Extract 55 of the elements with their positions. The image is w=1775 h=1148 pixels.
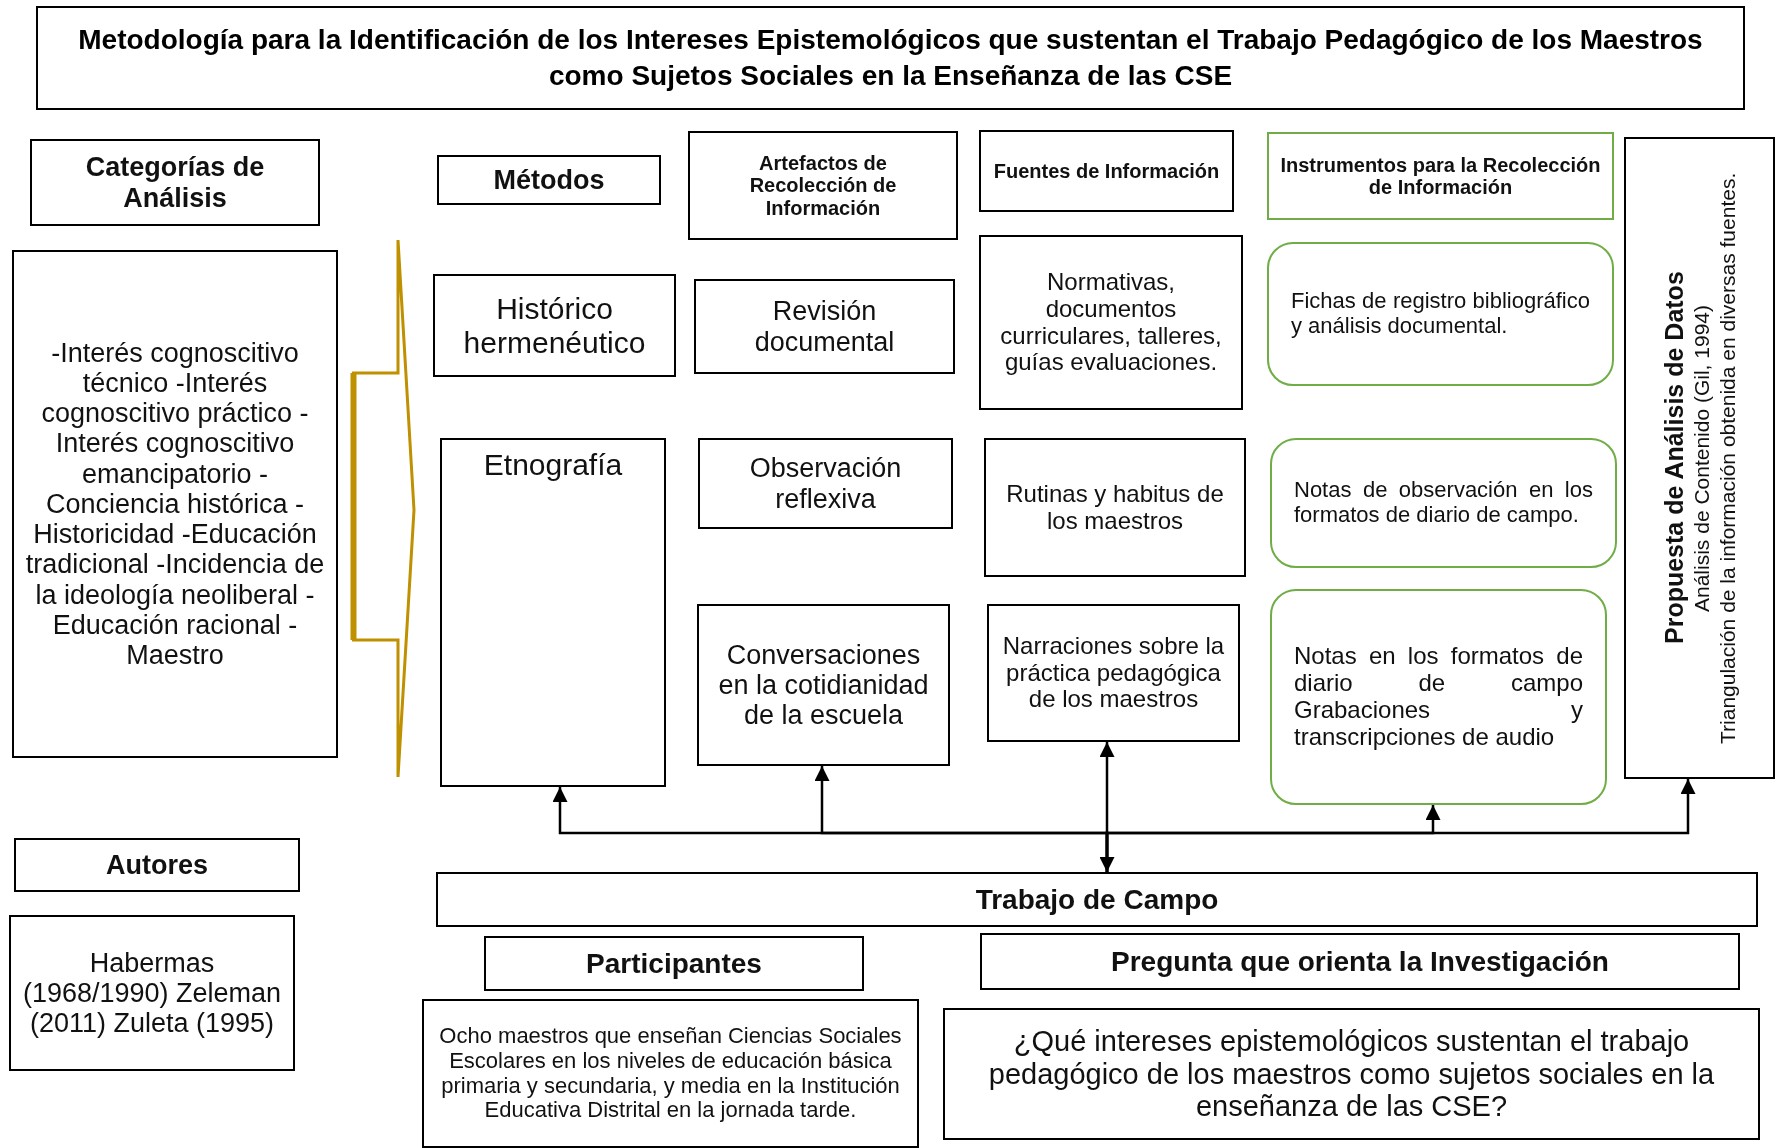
method-box (433, 274, 676, 377)
source-box (984, 438, 1246, 577)
heading-box (688, 131, 958, 240)
box-text: Pregunta que orienta la Investigación (1110, 945, 1610, 978)
method-box (440, 438, 666, 787)
artifact-box (694, 279, 955, 374)
heading-box (14, 838, 300, 892)
heading-box (979, 130, 1234, 212)
box-text: Habermas (1968/1990) Zeleman (2011) Zuleta (1995) (21, 947, 283, 1039)
box-text: Categorías de Análisis (84, 152, 266, 213)
box-text: Participantes (585, 947, 763, 980)
box-text: Métodos (492, 164, 606, 196)
box-text: Conversaciones en la cotidianidad de la escuela (717, 639, 930, 731)
box-text: Normativas, documentos curriculares, talleres, guías evaluaciones. (999, 268, 1223, 377)
text-box (422, 999, 919, 1148)
box-text: Notas en los formatos de diario de campo Grabaciones y transcripciones de audio (1294, 643, 1583, 751)
box-text: ¿Qué intereses epistemológicos sustentan el trabajo pedagógico de los maestros como sujetos sociales en la enseñanza de las CSE? (987, 1025, 1716, 1123)
box-text: Análisis de Contenido (Gil, 1994) (1689, 304, 1715, 612)
box-text: Fichas de registro bibliográfico y análisis documental. (1291, 289, 1590, 339)
box-text: -Interés cognoscitivo técnico -Interés cognoscitivo práctico - Interés cognoscitivo emancipatorio -Conciencia histórica -Historicidad -Educación tradicional -Incidencia de la ideología neoliberal -Educación racional -Maestro (24, 337, 326, 671)
banner-box (436, 872, 1758, 927)
question-box (943, 1008, 1760, 1140)
box-text: Etnografía (482, 448, 624, 482)
box-text: Instrumentos para la Recolección de Información (1279, 153, 1602, 199)
box-text: Revisión documental (753, 296, 896, 357)
heading-box (980, 933, 1740, 990)
instrument-box (1270, 589, 1607, 805)
box-text: Ocho maestros que enseñan Ciencias Sociales Escolares en los niveles de educación básica primaria y secundaria, y media en la Institución Educativa Distrital en la jornada tarde. (438, 1024, 903, 1123)
source-box (979, 235, 1243, 410)
heading-box (484, 936, 864, 991)
heading-box (437, 155, 661, 205)
box-text: Histórico hermenéutico (462, 291, 647, 360)
box-text: Observación reflexiva (748, 453, 903, 514)
author-list-box (9, 915, 295, 1071)
artifact-box (698, 438, 953, 529)
title: Metodología para la Identificación de los Intereses Epistemológicos que sustentan el Trabajo Pedagógico de los Maestros como Sujetos Sociales en la Enseñanza de las CSE (36, 6, 1745, 110)
arrow (1099, 742, 1115, 872)
box-text: Narraciones sobre la práctica pedagógica de los maestros (1001, 632, 1226, 714)
box-text: Notas de observación en los formatos de diario de campo. (1294, 478, 1593, 528)
box-text: Rutinas y habitus de los maestros (1005, 480, 1225, 535)
source-box (987, 604, 1240, 742)
instrument-box (1267, 242, 1614, 386)
arrow (1105, 779, 1696, 872)
heading-box (1267, 132, 1614, 220)
category-list-box (12, 250, 338, 758)
vertical-text-box (1624, 137, 1775, 779)
box-text: Trabajo de Campo (974, 883, 1220, 916)
artifact-box (697, 604, 950, 766)
heading-box (30, 139, 320, 226)
box-text: Fuentes de Información (992, 159, 1221, 183)
box-text: Autores (105, 849, 209, 881)
instrument-box (1270, 438, 1617, 568)
box-heading: Propuesta de Análisis de Datos (1659, 271, 1690, 645)
box-text: Artefactos de Recolección de Información (748, 151, 898, 220)
box-text: Triangulación de la información obtenida en diversas fuentes. (1714, 172, 1740, 744)
